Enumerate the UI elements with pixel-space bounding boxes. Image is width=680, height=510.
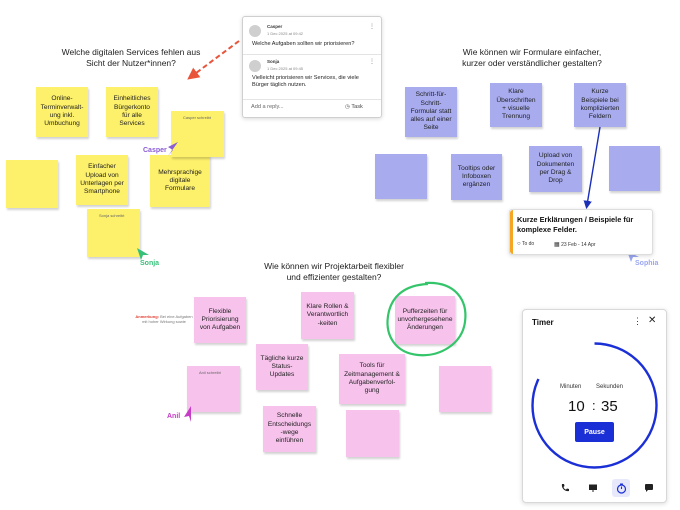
annotation-body: Bei eine Aufgaben mit hoher Wirkung sowi… (142, 314, 193, 324)
sticky-note[interactable]: Einheitliches Bürgerkonto für alle Servi… (106, 87, 158, 137)
seconds-value: 35 (601, 398, 618, 415)
calendar-icon: ▦ (554, 242, 560, 248)
avatar (249, 25, 261, 37)
status-icon: ○ (517, 241, 521, 247)
comment-date: 1 Dec 2025 at 09:45 (267, 66, 304, 71)
seconds-label: Sekunden (596, 384, 624, 390)
date-range: 23 Feb - 14 Apr (561, 242, 596, 248)
sticky-note-draft[interactable]: Anil schreibt (187, 366, 240, 412)
sticky-note-draft[interactable]: Sonja schreibt (87, 209, 140, 257)
task-dates[interactable]: ▦ 23 Feb - 14 Apr (554, 241, 596, 248)
phone-icon[interactable] (558, 481, 572, 495)
annotation-label: Anmerkung: (135, 314, 159, 319)
sticky-note[interactable] (346, 410, 399, 457)
sticky-note[interactable]: Schnelle Entscheidungs -wege einführen (263, 406, 316, 452)
minutes-value: 10 (568, 398, 585, 415)
sticky-note[interactable]: Tooltips oder Infoboxen ergänzen (451, 154, 502, 200)
close-icon[interactable]: ✕ (648, 315, 657, 326)
sticky-note[interactable]: Einfacher Upload von Unterlagen per Smar… (76, 155, 128, 205)
sticky-note[interactable]: Upload von Dokumenten per Drag & Drop (529, 146, 582, 192)
reply-input[interactable]: Add a reply... (251, 104, 284, 110)
divider (243, 54, 381, 55)
sticky-note[interactable]: Kurze Beispiele bei komplizierten Felder… (574, 83, 626, 127)
sticky-note[interactable] (375, 154, 427, 199)
sticky-note[interactable]: Schritt-für- Schritt- Formular statt all… (405, 87, 457, 137)
section-title-digital-services: Welche digitalen Services fehlen aus Sic… (61, 47, 201, 68)
minutes-label: Minuten (560, 384, 582, 390)
chat-icon[interactable] (642, 481, 656, 495)
comment-text: Welche Aufgaben sollten wir priorisieren… (252, 41, 355, 47)
section-title-project-work: Wie können wir Projektarbeit flexibler u… (264, 261, 404, 282)
timer-ring (531, 342, 658, 469)
timer-title: Timer (532, 318, 554, 327)
more-options-icon[interactable]: ⋮ (633, 316, 642, 326)
dashed-arrow[interactable] (187, 40, 240, 80)
presentation-icon[interactable] (586, 481, 600, 495)
cursor-arrow-sonja (137, 248, 149, 260)
sticky-note[interactable]: Pufferzeiten für unvorhergesehene Änderu… (395, 296, 455, 344)
sticky-note[interactable]: Mehrsprachige digitale Formulare (150, 155, 210, 207)
comment-text: Vielleicht priorisieren wir Services, di… (252, 75, 359, 88)
cursor-label-sophia: Sophia (635, 260, 659, 267)
task-button[interactable]: ◷ Task (345, 104, 363, 110)
connector-arrow[interactable] (583, 126, 601, 210)
cursor-label-sonja: Sonja (140, 260, 160, 267)
timer-icon[interactable] (612, 479, 630, 497)
sticky-note[interactable]: Klare Rollen & Verantwortlich -keiten (301, 292, 354, 339)
task-accent-bar (510, 210, 513, 254)
annotation-text: Anmerkung: Bei eine Aufgaben mit hoher W… (133, 314, 195, 324)
avatar (249, 60, 261, 72)
comment-author: Sonja (267, 59, 280, 64)
more-options-icon[interactable]: ⋮ (369, 24, 375, 30)
more-options-icon[interactable]: ⋮ (369, 59, 375, 65)
sticky-note[interactable] (6, 160, 58, 208)
divider (243, 99, 381, 100)
timer-panel[interactable]: Timer ⋮ ✕ Minuten Sekunden 10 : 35 Pause (522, 309, 667, 503)
cursor-label-casper: Casper (143, 147, 167, 154)
comment-thread[interactable]: Casper 1 Dec 2025 at 09:42 ⋮ Welche Aufg… (242, 16, 382, 118)
task-icon: ◷ (345, 104, 350, 110)
highlight-circle[interactable] (386, 281, 467, 357)
time-separator: : (592, 398, 596, 413)
sticky-note[interactable]: Tools für Zeitmanagement & Aufgabenverfo… (339, 354, 405, 404)
sticky-note[interactable]: Flexible Priorisierung von Aufgaben (194, 297, 246, 343)
task-status[interactable]: ○ To do (517, 241, 534, 247)
comment-date: 1 Dec 2025 at 09:42 (267, 31, 304, 36)
sticky-note[interactable]: Online- Terminverwalt- ung inkl. Umbuchu… (36, 87, 88, 137)
task-title[interactable]: Kurze Erklärungen / Beispiele für komple… (517, 215, 634, 234)
sticky-note-draft[interactable]: Casper schreibt (171, 111, 224, 157)
pause-button[interactable]: Pause (575, 422, 614, 442)
sticky-note[interactable]: Klare Überschriften + visuelle Trennung (490, 83, 542, 127)
task-button-label: Task (351, 104, 363, 110)
sticky-note[interactable]: Tägliche kurze Status- Updates (256, 344, 308, 390)
sticky-note[interactable] (439, 366, 491, 412)
cursor-arrow-anil (184, 406, 191, 422)
status-label: To do (521, 241, 535, 247)
cursor-label-anil: Anil (167, 413, 181, 420)
section-title-forms: Wie können wir Formulare einfacher, kurz… (462, 47, 602, 68)
sticky-note[interactable] (609, 146, 660, 191)
task-card[interactable]: Kurze Erklärungen / Beispiele für komple… (509, 209, 653, 255)
cursor-arrow-casper (168, 142, 178, 156)
comment-author: Casper (267, 24, 283, 29)
